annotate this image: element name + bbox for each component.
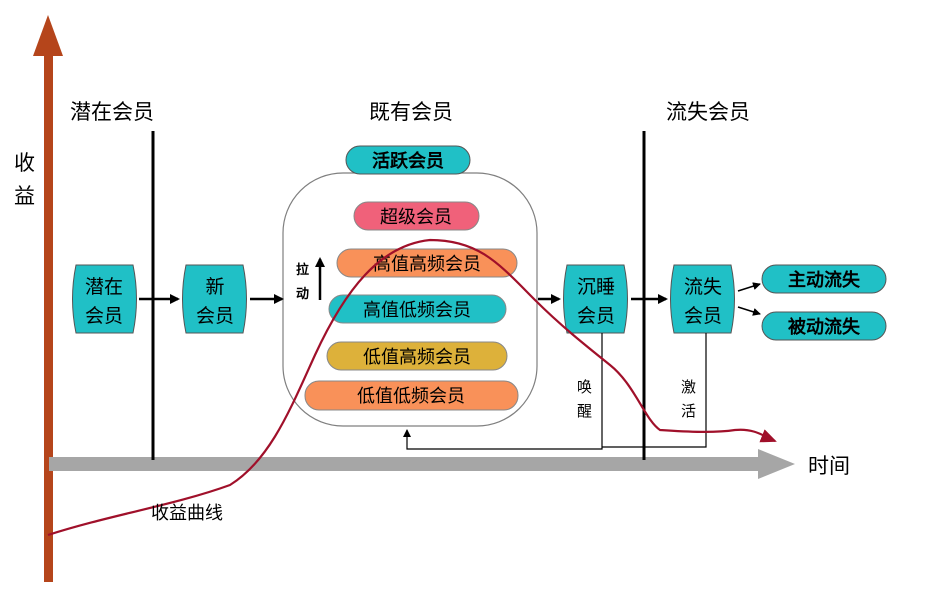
segment-super-label: 超级会员 [380, 207, 452, 228]
node-new-member: 新 会员 [182, 264, 247, 334]
activate-label-2: 活 [681, 402, 696, 420]
segment-high-value-high-freq: 高值高频会员 [336, 248, 518, 278]
segment-super: 超级会员 [353, 201, 480, 231]
pill-passive-churn: 被动流失 [761, 311, 887, 341]
node-churned-label-2: 会员 [684, 305, 722, 327]
segment-hvhf-label: 高值高频会员 [373, 254, 481, 275]
segment-low-value-low-freq: 低值低频会员 [304, 380, 519, 411]
active-churn-label: 主动流失 [788, 269, 861, 291]
segment-lvhf-label: 低值高频会员 [363, 347, 471, 368]
arrow-to-active-churn [737, 282, 761, 292]
header-existing: 既有会员 [369, 100, 453, 124]
pull-label-1: 拉 [296, 262, 309, 278]
y-axis [33, 15, 63, 582]
active-member-label: 活跃会员 [372, 150, 444, 172]
y-axis-label-1: 收 [14, 151, 35, 175]
pill-active-churn: 主动流失 [761, 264, 887, 294]
passive-churn-label: 被动流失 [788, 316, 861, 338]
arrow-to-passive-churn [737, 306, 761, 316]
node-new-label-1: 新 [205, 276, 224, 298]
node-churned-member: 流失 会员 [670, 264, 735, 334]
node-dormant-member: 沉睡 会员 [563, 264, 628, 334]
pull-label-2: 动 [296, 287, 309, 302]
node-potential-member: 潜在 会员 [72, 264, 137, 334]
node-potential-label-2: 会员 [85, 305, 123, 327]
header-potential: 潜在会员 [70, 100, 154, 124]
y-axis-label-2: 益 [14, 184, 35, 208]
wake-return-line [403, 333, 603, 450]
node-new-label-2: 会员 [196, 305, 234, 327]
segment-low-value-high-freq: 低值高频会员 [326, 341, 508, 371]
x-axis-label: 时间 [808, 454, 850, 478]
wake-label-2: 醒 [577, 402, 592, 420]
wake-label-1: 唤 [577, 378, 592, 396]
segment-lvlf-label: 低值低频会员 [357, 386, 465, 407]
node-dormant-label-2: 会员 [577, 305, 615, 327]
activate-label-1: 激 [681, 378, 696, 396]
activate-return-line [602, 333, 707, 448]
header-lost: 流失会员 [666, 100, 750, 124]
node-potential-label-1: 潜在 [85, 276, 123, 298]
active-member-pill [345, 145, 471, 175]
revenue-curve-label: 收益曲线 [151, 503, 223, 524]
revenue-curve [47, 238, 777, 537]
x-axis [49, 449, 795, 479]
node-dormant-label-1: 沉睡 [577, 276, 615, 298]
segment-hvlf-label: 高值低频会员 [363, 300, 471, 321]
segment-high-value-low-freq: 高值低频会员 [328, 294, 507, 324]
node-churned-label-1: 流失 [684, 276, 722, 298]
